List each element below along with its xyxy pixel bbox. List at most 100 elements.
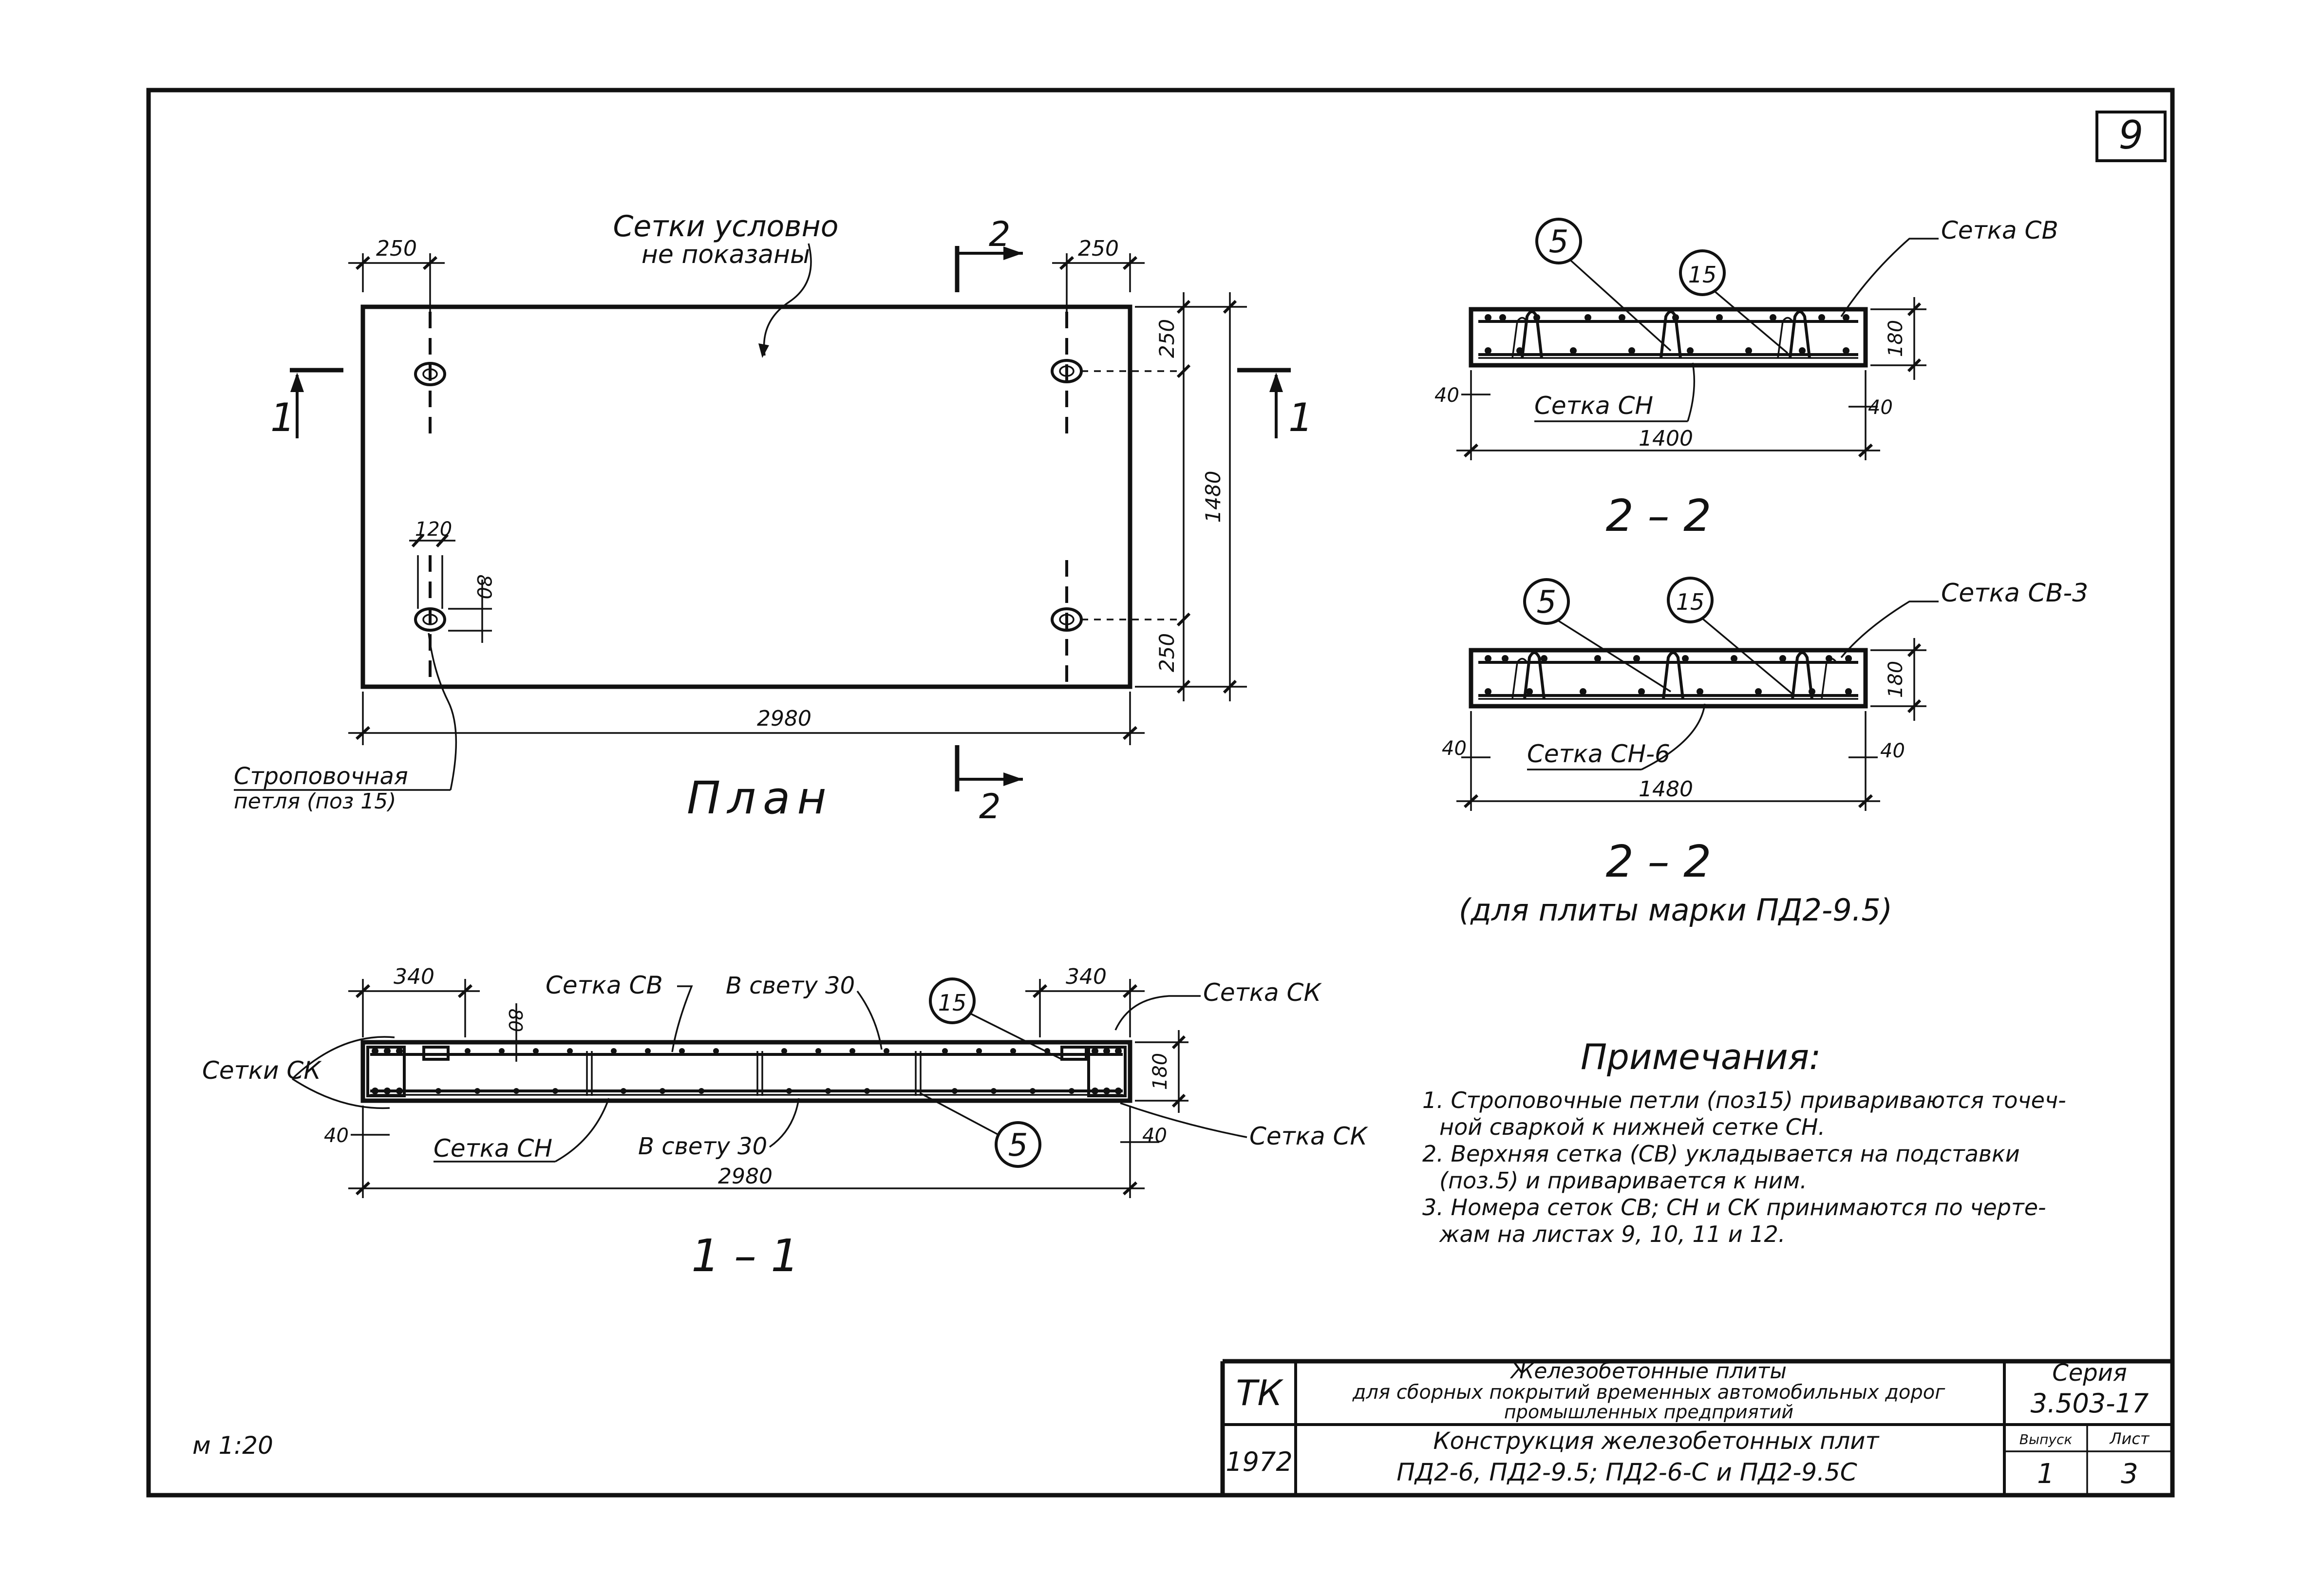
note-line-4: (поз.5) и приваривается к ним. <box>1439 1167 1807 1194</box>
plan-dim-loop: 120 80 <box>409 518 495 643</box>
svg-text:40: 40 <box>324 1125 349 1147</box>
svg-text:40: 40 <box>1434 384 1459 407</box>
note-line-3: 2. Верхняя сетка (СВ) укладывается на по… <box>1422 1141 2020 1167</box>
plan-dim-right-vertical: 250 250 1480 <box>1135 292 1247 701</box>
section-2-2b-marker-15 <box>1667 577 1714 623</box>
section-mark-2-top: 2 <box>955 214 1023 292</box>
svg-text:15: 15 <box>1676 589 1705 615</box>
svg-text:Сетка СК: Сетка СК <box>1203 978 1322 1007</box>
svg-text:Сетки СК: Сетки СК <box>202 1056 322 1085</box>
svg-text:1480: 1480 <box>1639 777 1693 802</box>
svg-text:180: 180 <box>1149 1053 1171 1090</box>
svg-text:15: 15 <box>938 990 967 1016</box>
svg-text:80: 80 <box>472 575 495 600</box>
title-series: 3.503-17 <box>2031 1388 2149 1419</box>
svg-text:40: 40 <box>1868 396 1893 419</box>
sheet-number-box: 9 <box>2095 111 2167 162</box>
svg-text:5: 5 <box>1549 224 1569 260</box>
section-2-2a-outline <box>1469 307 1868 368</box>
plan-dim-width-total: 2980 <box>348 692 1145 745</box>
section-2-2a-marker-15 <box>1679 249 1726 296</box>
svg-text:15: 15 <box>1688 262 1717 288</box>
section-2-2a-marker-5 <box>1535 218 1582 264</box>
notes-title: Примечания: <box>1581 1036 1821 1077</box>
svg-text:Сетка СН: Сетка СН <box>434 1134 552 1163</box>
scale-label: м 1:20 <box>192 1431 273 1460</box>
svg-text:1480: 1480 <box>1201 471 1225 523</box>
title-block: ТК 1972 Железобетонные плиты для сборных… <box>1220 1359 2172 1495</box>
svg-text:2980: 2980 <box>718 1164 773 1189</box>
svg-text:1: 1 <box>1288 395 1313 440</box>
svg-text:Сетка СК: Сетка СК <box>1249 1122 1368 1150</box>
svg-text:40: 40 <box>1142 1125 1167 1147</box>
note-line-5: 3. Номера сеток СВ; СН и СК принимаются … <box>1422 1194 2046 1220</box>
title-sheet: 3 <box>2121 1458 2138 1490</box>
section-2-2b-subtitle: (для плиты марки ПД2-9.5) <box>1459 892 1892 928</box>
svg-text:40: 40 <box>1880 740 1905 762</box>
svg-text:5: 5 <box>1008 1127 1028 1164</box>
svg-text:40: 40 <box>1442 737 1467 760</box>
svg-text:2980: 2980 <box>757 706 811 731</box>
section-2-2a-title: 2 – 2 <box>1606 490 1712 542</box>
svg-text:ПД2-6, ПД2-9.5; ПД2-6-С и ПД2-: ПД2-6, ПД2-9.5; ПД2-6-С и ПД2-9.5С <box>1396 1458 1857 1486</box>
svg-text:Сетка СВ: Сетка СВ <box>546 971 663 999</box>
svg-text:250: 250 <box>376 236 417 261</box>
plan-view: 250 250 2980 <box>234 209 1313 826</box>
svg-text:80: 80 <box>505 1009 526 1032</box>
svg-text:5: 5 <box>1537 584 1557 620</box>
svg-text:1400: 1400 <box>1639 426 1693 451</box>
svg-text:петля (поз 15): петля (поз 15) <box>234 789 396 814</box>
section-2-2-standard: 5 15 Сетка СВ Сетка СН 180 1400 40 40 2 … <box>1434 216 2058 542</box>
svg-text:Сетка СВ: Сетка СВ <box>1941 216 2058 244</box>
svg-text:2: 2 <box>989 214 1011 254</box>
svg-text:Конструкция железобетонных пли: Конструкция железобетонных плит <box>1433 1427 1880 1455</box>
note-line-2: ной сваркой к нижней сетке СН. <box>1439 1114 1825 1140</box>
svg-text:не показаны: не показаны <box>641 240 810 269</box>
svg-text:340: 340 <box>1066 964 1107 989</box>
plan-dim-left-top: 250 <box>348 236 445 312</box>
svg-text:250: 250 <box>1155 319 1179 358</box>
title-issue: 1 <box>2037 1458 2055 1490</box>
note-line-1: 1. Строповочные петли (поз15) привариваю… <box>1422 1087 2066 1113</box>
svg-text:Сетка СН: Сетка СН <box>1534 392 1653 420</box>
svg-text:Сетки условно: Сетки условно <box>613 209 839 244</box>
svg-text:120: 120 <box>415 518 452 541</box>
plan-title: План <box>687 772 833 824</box>
svg-text:180: 180 <box>1885 661 1907 698</box>
title-org: ТК <box>1236 1372 1283 1413</box>
lifting-loop-top-left <box>414 312 446 433</box>
title-year: 1972 <box>1226 1446 1292 1477</box>
svg-text:Железобетонные плиты: Железобетонные плиты <box>1509 1359 1787 1384</box>
svg-text:для сборных покрытий временных: для сборных покрытий временных автомобил… <box>1352 1381 1945 1404</box>
section-1-1-marker-15 <box>929 977 976 1024</box>
svg-text:340: 340 <box>394 964 434 989</box>
plan-note: Сетки условно не показаны <box>613 209 839 358</box>
section-1-1-outline <box>360 1040 1132 1103</box>
section-1-1-marker-5 <box>995 1121 1041 1168</box>
section-1-1-title: 1 – 1 <box>691 1230 799 1282</box>
plan-dim-right-top: 250 <box>1052 236 1145 312</box>
svg-text:Выпуск: Выпуск <box>2019 1431 2073 1447</box>
section-mark-2-bottom: 2 <box>955 745 1023 826</box>
sheet-number: 9 <box>2119 113 2144 158</box>
svg-text:Сетка СН-6: Сетка СН-6 <box>1527 740 1670 768</box>
svg-text:250: 250 <box>1155 633 1179 672</box>
lifting-loop-bottom-left <box>414 555 446 682</box>
notes-block: Примечания: 1. Строповочные петли (поз15… <box>1422 1036 2066 1247</box>
svg-text:2: 2 <box>979 787 1001 826</box>
plan-loop-callout: Строповочная петля (поз 15) <box>234 633 457 814</box>
svg-text:1: 1 <box>270 395 295 440</box>
svg-text:Лист: Лист <box>2109 1429 2150 1448</box>
svg-text:250: 250 <box>1078 236 1119 261</box>
svg-text:В свету 30: В свету 30 <box>726 972 855 999</box>
section-2-2b-title: 2 – 2 <box>1606 836 1712 887</box>
note-line-6: жам на листах 9, 10, 11 и 12. <box>1439 1221 1785 1247</box>
section-2-2b-marker-5 <box>1523 578 1570 625</box>
section-2-2b-outline <box>1469 648 1868 709</box>
svg-text:промышленных предприятий: промышленных предприятий <box>1504 1401 1793 1423</box>
section-1-1: 340 340 80 180 2980 40 40 Сетки СК Сетка… <box>202 964 1368 1282</box>
svg-text:Серия: Серия <box>2052 1359 2127 1387</box>
svg-text:180: 180 <box>1885 320 1907 357</box>
section-mark-1-left: 1 <box>270 368 343 440</box>
